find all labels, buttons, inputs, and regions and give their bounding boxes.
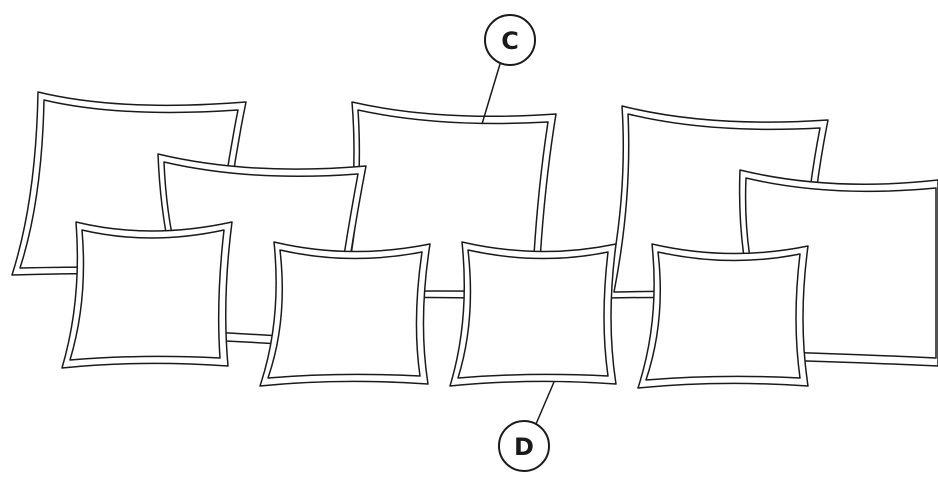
- pillow-small-2: [259, 241, 431, 387]
- callout-c-circle: [484, 14, 536, 66]
- callout-c-label: C: [501, 27, 519, 55]
- callout-d-leader: [535, 381, 555, 425]
- callout-d: D: [498, 381, 555, 472]
- callout-c-leader: [481, 63, 501, 125]
- pillow-small-4: [637, 243, 809, 389]
- pillow-small-1: [61, 221, 233, 369]
- callout-c: C: [481, 14, 536, 125]
- callout-d-label: D: [514, 433, 534, 461]
- pillow-small-3: [449, 241, 617, 387]
- callout-d-circle: [498, 420, 550, 472]
